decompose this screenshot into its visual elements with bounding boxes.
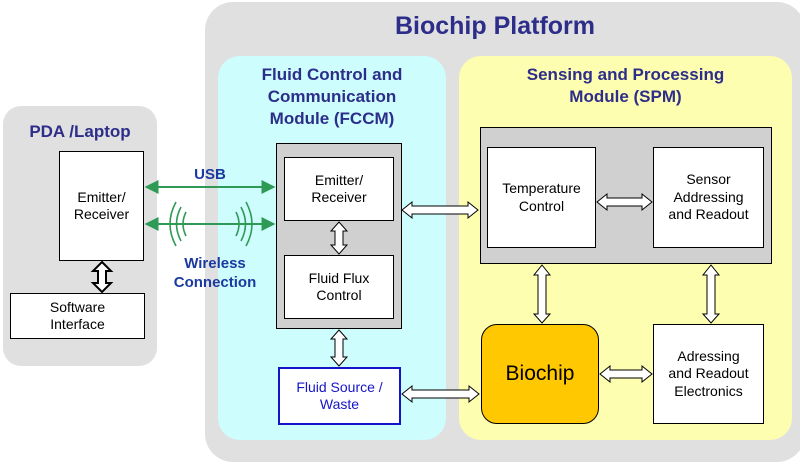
temperature-sensor-arrow	[596, 192, 653, 212]
source-biochip-arrow	[401, 384, 480, 404]
emitter-software-arrow	[90, 260, 114, 294]
spm-biochip-arrow	[532, 264, 552, 324]
software-interface-box: Software Interface	[10, 293, 145, 339]
platform-title: Biochip Platform	[394, 12, 595, 40]
fluid-source-waste-box: Fluid Source / Waste	[278, 367, 401, 425]
addressing-readout-electronics-box: Adressing and Readout Electronics	[653, 324, 764, 424]
emitter-flux-arrow	[329, 221, 349, 255]
pda-title: PDA /Laptop	[29, 122, 131, 141]
usb-label: USB	[194, 166, 226, 183]
wireless-waves-icon	[169, 201, 253, 247]
spm-title: Sensing and Processing Module (SPM)	[526, 65, 725, 107]
biochip-electronics-arrow	[599, 364, 653, 384]
pda-emitter-receiver-box: Emitter/ Receiver	[59, 151, 144, 261]
double-arrows	[329, 192, 721, 404]
wireless-connection-label: Wireless Connection	[173, 255, 257, 291]
fccm-source-arrow	[329, 329, 349, 367]
biochip-box: Biochip	[481, 324, 599, 424]
sensor-addressing-readout-box: Sensor Addressing and Readout	[653, 147, 764, 248]
fccm-title: Fluid Control and Communication Module (…	[261, 65, 403, 129]
spm-electronics-arrow	[701, 264, 721, 324]
fccm-to-spm-arrow	[401, 200, 479, 220]
temperature-control-box: Temperature Control	[487, 147, 596, 248]
fccm-emitter-receiver-box: Emitter/ Receiver	[284, 157, 394, 221]
fluid-flux-control-box: Fluid Flux Control	[284, 255, 394, 319]
